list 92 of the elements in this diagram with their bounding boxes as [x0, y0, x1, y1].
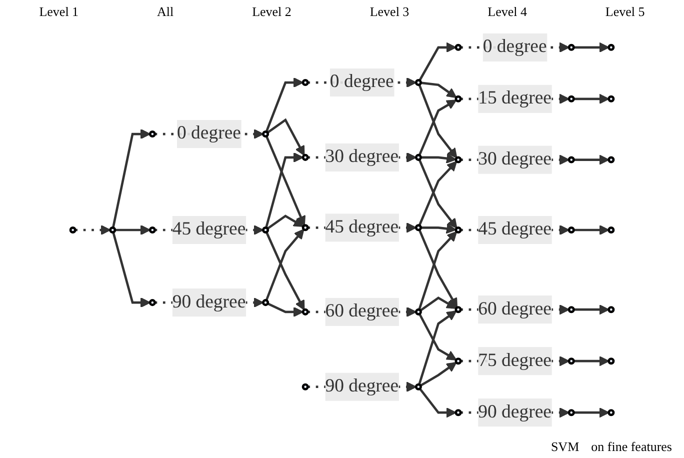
node-circle: [69, 226, 76, 234]
arrow: [420, 153, 456, 164]
edge-label: 45 degree: [325, 217, 399, 238]
arrow: [418, 388, 456, 418]
arrow: [267, 302, 304, 318]
node-circle: [302, 154, 309, 161]
node-circle: [454, 226, 462, 234]
label-text: on fine features: [591, 439, 672, 455]
node-circle: [568, 44, 575, 51]
arrow: [574, 407, 610, 418]
node-circle: [608, 358, 615, 365]
arrow: [574, 224, 610, 236]
node-circle: [568, 156, 575, 164]
arrow: [75, 224, 111, 236]
arrow: [265, 77, 304, 132]
edge-label: 60 degree: [478, 299, 552, 319]
arrow: [112, 128, 151, 228]
arrow: [420, 224, 456, 234]
node-circle: [148, 299, 156, 306]
label-text: Level 3: [370, 4, 410, 20]
arrow: [265, 228, 304, 301]
node-circle: [109, 226, 116, 234]
arrow: [420, 82, 457, 98]
node-circle: [454, 306, 462, 314]
arrow: [574, 94, 610, 104]
edge-label: 15 degree: [478, 88, 552, 108]
node-circle: [454, 44, 462, 51]
node-circle: [608, 156, 615, 164]
node-circle: [608, 409, 615, 416]
node-circle: [302, 308, 309, 316]
arrow: [112, 232, 151, 308]
arrow: [420, 296, 457, 312]
arrow: [418, 313, 457, 360]
arrow: [574, 154, 610, 165]
node-circle: [148, 226, 156, 234]
node-circle: [414, 224, 422, 232]
node-circle: [608, 95, 615, 102]
label-text: Level 1: [39, 4, 79, 20]
node-circle: [454, 95, 462, 102]
arrow: [114, 224, 151, 236]
arrow: [265, 136, 306, 226]
node-circle: [608, 226, 615, 234]
edge-label: 0 degree: [177, 123, 241, 144]
edge-label: 30 degree: [325, 146, 399, 167]
node-circle: [608, 44, 615, 51]
node-circle: [262, 130, 270, 138]
arrow: [265, 232, 305, 310]
node-circle: [302, 79, 309, 86]
arrow: [265, 152, 304, 228]
arrow: [574, 304, 610, 315]
label-text: All: [157, 4, 174, 20]
node-circle: [454, 156, 462, 164]
node-circle: [148, 130, 156, 138]
node-circle: [414, 308, 422, 316]
edge-label: 0 degree: [330, 72, 394, 92]
node-circle: [568, 95, 575, 102]
arrow: [574, 42, 610, 53]
node-circle: [414, 154, 422, 161]
label-text: Level 2: [252, 4, 292, 20]
edge-label: 90 degree: [325, 376, 399, 396]
node-circle: [454, 358, 462, 365]
edge-label: 30 degree: [478, 149, 552, 170]
node-circle: [262, 226, 270, 234]
edge-label: 45 degree: [478, 219, 552, 240]
label-text: Level 5: [605, 4, 645, 20]
node-circle: [568, 306, 575, 314]
node-circle: [568, 226, 575, 234]
arrow: [266, 214, 304, 230]
node-circle: [568, 409, 575, 416]
arrow: [418, 100, 457, 156]
node-circle: [608, 306, 615, 314]
node-circle: [414, 79, 422, 86]
edge-label: 0 degree: [482, 36, 547, 57]
node-circle: [414, 383, 422, 390]
arrow: [418, 42, 456, 82]
edge-label: 75 degree: [478, 350, 552, 370]
arrow: [266, 118, 305, 156]
edge-label: 90 degree: [478, 402, 552, 422]
node-circle: [454, 409, 462, 416]
arrow: [420, 362, 457, 387]
arrow: [418, 84, 458, 158]
edge-label: 60 degree: [325, 301, 399, 322]
arrow: [418, 310, 457, 385]
edge-label: 45 degree: [172, 219, 246, 240]
node-circle: [302, 383, 309, 390]
node-circle: [262, 299, 270, 306]
node-circle: [302, 224, 309, 232]
node-circle: [568, 358, 575, 365]
label-text: SVM: [550, 439, 580, 455]
label-text: Level 4: [488, 4, 527, 20]
edge-label: 90 degree: [172, 292, 246, 312]
arrow: [574, 356, 610, 366]
